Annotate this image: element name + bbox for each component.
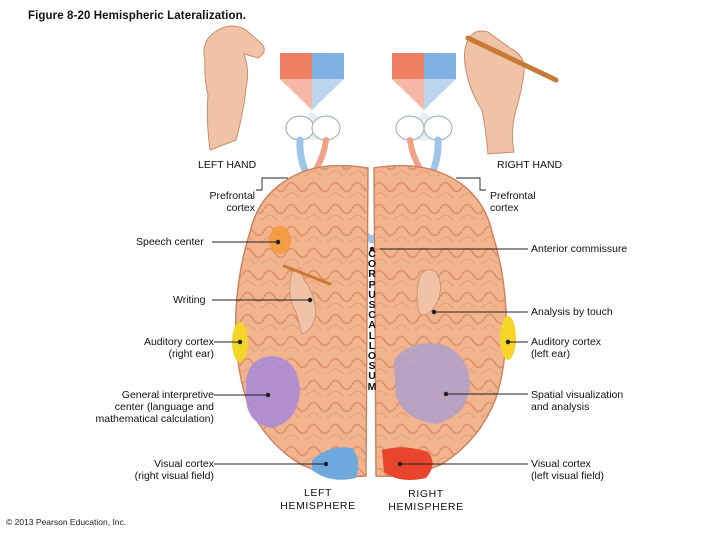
eye-left bbox=[285, 115, 315, 141]
eye-right bbox=[311, 115, 341, 141]
visual-cortex-left-field-label: Visual cortex(left visual field) bbox=[531, 458, 604, 482]
writing-label: Writing bbox=[173, 294, 206, 306]
speech-center-area bbox=[269, 226, 291, 254]
anterior-commissure-label: Anterior commissure bbox=[531, 243, 628, 255]
visual-field-left-half bbox=[280, 53, 312, 79]
auditory-cortex-left-ear-label: Auditory cortex(left ear) bbox=[531, 336, 602, 360]
left-hand-illustration bbox=[203, 25, 265, 151]
right-hand-label: RIGHT HAND bbox=[497, 159, 563, 171]
brain bbox=[232, 164, 516, 480]
visual-field-right-eye-pair bbox=[392, 53, 456, 141]
pencil-icon bbox=[465, 35, 559, 83]
auditory-cortex-right-ear-label: Auditory cortex(right ear) bbox=[143, 336, 214, 360]
speech-center-label: Speech center bbox=[136, 236, 204, 248]
interpretive-center-area bbox=[246, 356, 300, 428]
left-hand-label: LEFT HAND bbox=[198, 159, 257, 171]
copyright-notice: © 2013 Pearson Education, Inc. bbox=[6, 517, 127, 527]
right-hand-illustration bbox=[463, 30, 559, 155]
visual-field-right-half bbox=[312, 53, 344, 79]
leader-lines bbox=[212, 177, 528, 467]
writing-hand-icon bbox=[289, 267, 317, 335]
auditory-cortex-right-area bbox=[500, 316, 516, 360]
touch-hand-icon bbox=[416, 269, 441, 316]
analysis-by-touch-label: Analysis by touch bbox=[531, 306, 613, 318]
figure-title: Figure 8-20 Hemispheric Lateralization. bbox=[28, 10, 246, 22]
spatial-visualization-area bbox=[394, 343, 470, 424]
visual-cortex-left-hemisphere-area bbox=[312, 447, 359, 480]
visual-field-left-eye-pair bbox=[280, 53, 344, 141]
visual-cortex-right-field-label: Visual cortex(right visual field) bbox=[134, 458, 214, 482]
